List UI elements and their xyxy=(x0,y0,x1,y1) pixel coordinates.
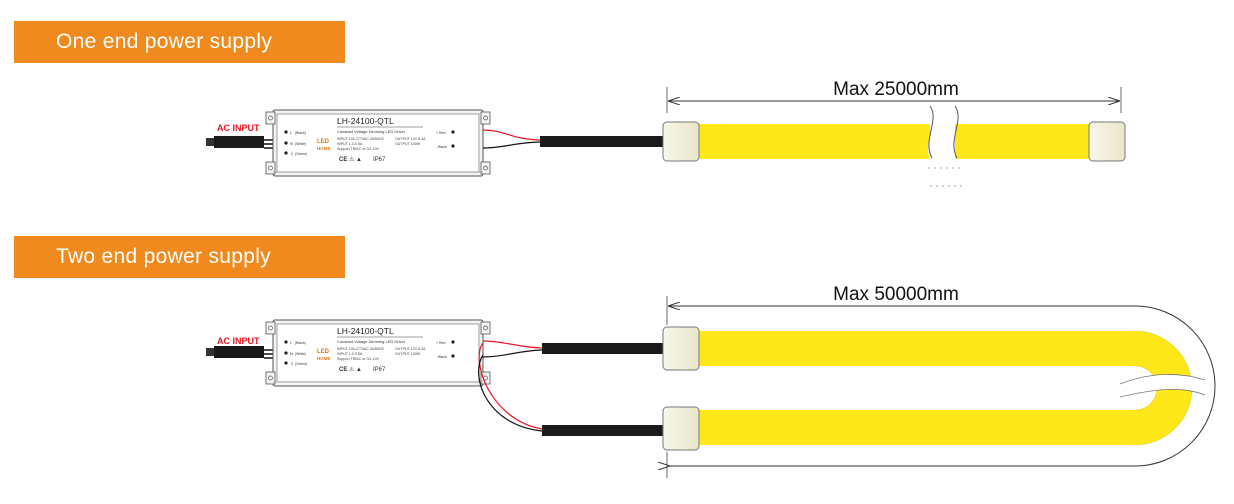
two-end-banner: Two end power supply xyxy=(14,236,345,278)
svg-text:(Black): (Black) xyxy=(295,131,306,135)
dimension-line-2 xyxy=(669,306,1216,466)
svg-text:INPUT 1.0-0.5A: INPUT 1.0-0.5A xyxy=(337,352,363,356)
svg-text:HOME: HOME xyxy=(317,146,331,151)
led-strip-1 xyxy=(662,105,1126,162)
brand-logo-1: LED xyxy=(317,139,330,145)
output-cable-1 xyxy=(540,136,663,147)
end-cap-1b xyxy=(1088,121,1126,162)
svg-text:- Black: - Black xyxy=(436,355,447,359)
led-driver-2: LH-24100-QTL Constant Voltage Dimming LE… xyxy=(265,319,491,387)
svg-text:- Black: - Black xyxy=(436,145,447,149)
svg-text:INPUT 100-277VAC 50/60HZ: INPUT 100-277VAC 50/60HZ xyxy=(337,347,385,351)
ip-rating-2: IP67 xyxy=(373,367,386,373)
svg-text:N: N xyxy=(290,351,293,356)
ac-input-label-2: AC INPUT xyxy=(217,336,260,346)
led-driver-1: LH-24100-QTL Constant Voltage Dimming LE… xyxy=(265,109,491,177)
svg-text:OUTPUT 100W: OUTPUT 100W xyxy=(395,142,421,146)
svg-text:OUTPUT 12V 8.3A: OUTPUT 12V 8.3A xyxy=(395,347,426,351)
cert-marks-2: CE ⚠ ▲ xyxy=(339,366,362,373)
svg-text:INPUT 1.0-0.5A: INPUT 1.0-0.5A xyxy=(337,142,363,146)
svg-text:INPUT 100-277VAC 50/60HZ: INPUT 100-277VAC 50/60HZ xyxy=(337,137,385,141)
svg-text:⏚: ⏚ xyxy=(290,360,294,366)
driver-title-2: Constant Voltage Dimming LED Driver xyxy=(337,339,406,344)
output-cable-2a xyxy=(542,343,663,354)
svg-text:(White): (White) xyxy=(295,352,306,356)
black-wire-2a xyxy=(482,349,543,358)
ac-cable-1 xyxy=(214,136,264,148)
black-wire-2b xyxy=(478,354,543,432)
svg-text:L: L xyxy=(290,340,293,345)
ac-cable-2 xyxy=(214,346,264,358)
svg-text:(Green): (Green) xyxy=(295,152,307,156)
svg-text:(Black): (Black) xyxy=(295,341,306,345)
svg-text:OUTPUT 12V 8.3A: OUTPUT 12V 8.3A xyxy=(395,137,426,141)
svg-text:+ Red: + Red xyxy=(436,131,445,135)
ip-rating-1: IP67 xyxy=(373,157,386,163)
svg-text:Support TRIAC or 0/1-10V: Support TRIAC or 0/1-10V xyxy=(337,147,380,151)
driver-model-2: LH-24100-QTL xyxy=(337,326,394,336)
driver-model-1: LH-24100-QTL xyxy=(337,116,394,126)
dimension-label-2: Max 50000mm xyxy=(833,284,959,305)
red-wire-2b xyxy=(478,342,543,430)
ac-plug-2 xyxy=(206,348,214,356)
ac-input-label-1: AC INPUT xyxy=(217,123,260,133)
svg-text:N: N xyxy=(290,141,293,146)
red-wire-1 xyxy=(482,129,541,141)
led-strip-2 xyxy=(662,326,1206,451)
output-cable-2b xyxy=(542,425,663,436)
end-cap-2a xyxy=(662,326,700,371)
end-cap-2b xyxy=(662,406,700,451)
black-wire-1 xyxy=(482,141,541,149)
brand-logo-2: LED xyxy=(317,349,330,355)
dimension-label-1: Max 25000mm xyxy=(833,79,959,100)
svg-text:(White): (White) xyxy=(295,142,306,146)
svg-text:HOME: HOME xyxy=(317,356,331,361)
red-wire-2a xyxy=(482,340,543,349)
svg-text:OUTPUT 100W: OUTPUT 100W xyxy=(395,352,421,356)
cert-marks-1: CE ⚠ ▲ xyxy=(339,156,362,163)
svg-text:⏚: ⏚ xyxy=(290,150,294,156)
ac-plug-1 xyxy=(206,138,214,146)
svg-text:+ Red: + Red xyxy=(436,341,445,345)
svg-text:Support TRIAC or 0/1-10V: Support TRIAC or 0/1-10V xyxy=(337,357,380,361)
driver-title-1: Constant Voltage Dimming LED Driver xyxy=(337,129,406,134)
end-cap-1a xyxy=(662,121,700,162)
svg-text:L: L xyxy=(290,130,293,135)
one-end-banner: One end power supply xyxy=(14,21,345,63)
svg-text:(Green): (Green) xyxy=(295,362,307,366)
